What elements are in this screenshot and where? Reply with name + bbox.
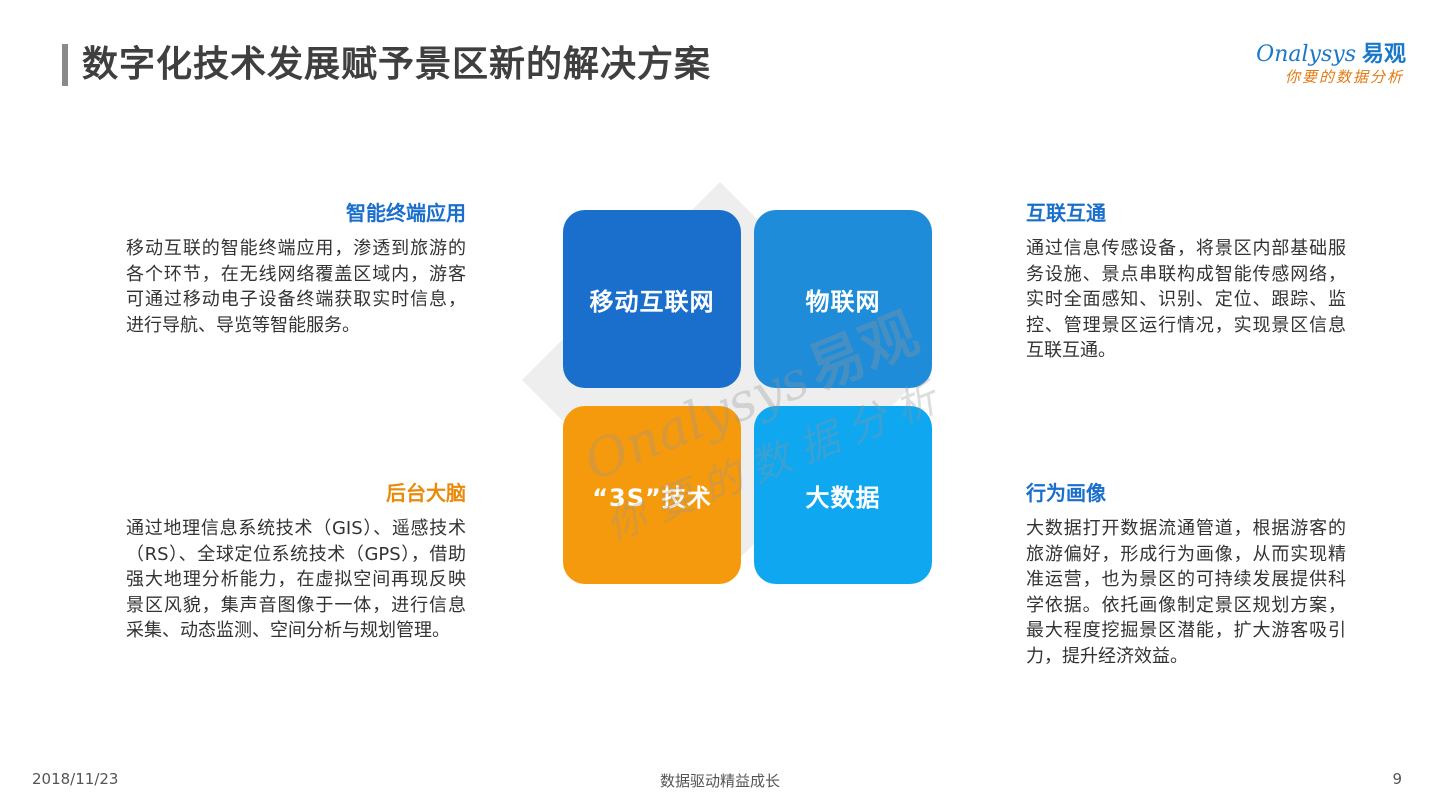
page-title: 数字化技术发展赋予景区新的解决方案 <box>82 44 712 85</box>
block-body: 通过信息传感设备，将景区内部基础服务设施、景点串联构成智能传感网络，实时全面感知… <box>1026 238 1346 361</box>
block-heading: 智能终端应用 <box>346 201 466 225</box>
tile-label: 大数据 <box>805 483 881 512</box>
block-heading: 行为画像 <box>1026 481 1106 505</box>
tile-label: 物联网 <box>805 287 881 316</box>
tile-iot: 物联网 <box>754 210 932 388</box>
block-behavior-profile: 行为画像 大数据打开数据流通管道，根据游客的旅游偏好，形成行为画像，从而实现精准… <box>1026 480 1346 669</box>
block-heading: 互联互通 <box>1026 201 1106 225</box>
page-number: 9 <box>1392 770 1402 788</box>
block-heading: 后台大脑 <box>386 481 466 505</box>
block-smart-terminal: 智能终端应用 移动互联的智能终端应用，渗透到旅游的各个环节，在无线网络覆盖区域内… <box>126 200 466 338</box>
logo-o-mark: O <box>1256 42 1275 67</box>
block-body: 通过地理信息系统技术（GIS）、遥感技术（RS）、全球定位系统技术（GPS），借… <box>126 518 466 641</box>
logo-brand: Onalysys <box>1256 42 1356 67</box>
tile-big-data: 大数据 <box>754 406 932 584</box>
block-body: 移动互联的智能终端应用，渗透到旅游的各个环节，在无线网络覆盖区域内，游客可通过移… <box>126 238 466 336</box>
footer-date: 2018/11/23 <box>32 770 119 788</box>
logo-brand-cn: 易观 <box>1361 42 1406 67</box>
tile-3s-technology: “3S”技术 <box>563 406 741 584</box>
tile-label: 移动互联网 <box>589 287 715 316</box>
tile-mobile-internet: 移动互联网 <box>563 210 741 388</box>
footer-slogan: 数据驱动精益成长 <box>659 772 780 790</box>
block-body: 大数据打开数据流通管道，根据游客的旅游偏好，形成行为画像，从而实现精准运营，也为… <box>1026 518 1346 667</box>
block-interconnection: 互联互通 通过信息传感设备，将景区内部基础服务设施、景点串联构成智能传感网络，实… <box>1026 200 1346 364</box>
tile-label: “3S”技术 <box>592 483 712 512</box>
logo-tagline: 你要的数据分析 <box>1284 68 1404 86</box>
title-accent-bar <box>62 44 68 86</box>
block-backend-brain: 后台大脑 通过地理信息系统技术（GIS）、遥感技术（RS）、全球定位系统技术（G… <box>126 480 466 644</box>
